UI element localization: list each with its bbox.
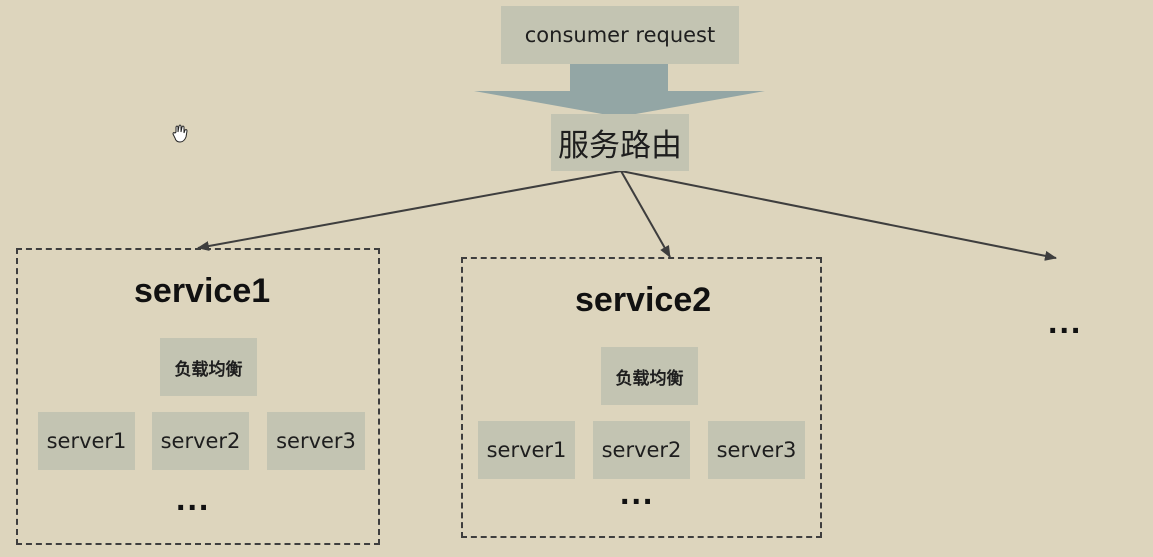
server-box: server2 [152,412,249,470]
server-label: server3 [276,429,356,453]
service-group-2 [461,257,822,538]
request-arrow [474,64,765,117]
server-label: server1 [46,429,127,453]
consumer-request-label: consumer request [524,23,716,47]
more-servers-ellipsis: ... [620,474,655,512]
server-label: server3 [716,438,797,462]
load-balancer-label: 负载均衡 [615,368,684,389]
service-title: service2 [575,281,712,319]
load-balancer-box: 负载均衡 [160,338,257,396]
service-router-label: 服务路由 [558,128,682,164]
load-balancer-box: 负载均衡 [601,347,698,405]
server-label: server2 [160,429,241,453]
server-box: server2 [593,421,690,479]
more-services-ellipsis: ... [1048,303,1083,341]
route-arrow-more [620,170,1057,261]
consumer-request-box: consumer request [501,6,739,64]
service-router-box: 服务路由 [551,114,689,171]
server-box: server3 [267,412,365,470]
more-servers-ellipsis: ... [176,480,211,518]
route-arrow-service1 [197,170,622,251]
server-box: server1 [478,421,575,479]
service-group-1 [16,248,380,545]
server-box: server3 [708,421,805,479]
route-arrow-service2 [620,170,671,258]
service-title: service1 [134,272,271,310]
server-label: server2 [601,438,682,462]
load-balancer-label: 负载均衡 [174,359,243,380]
hand-cursor-icon [172,124,188,143]
server-label: server1 [486,438,567,462]
server-box: server1 [38,412,135,470]
